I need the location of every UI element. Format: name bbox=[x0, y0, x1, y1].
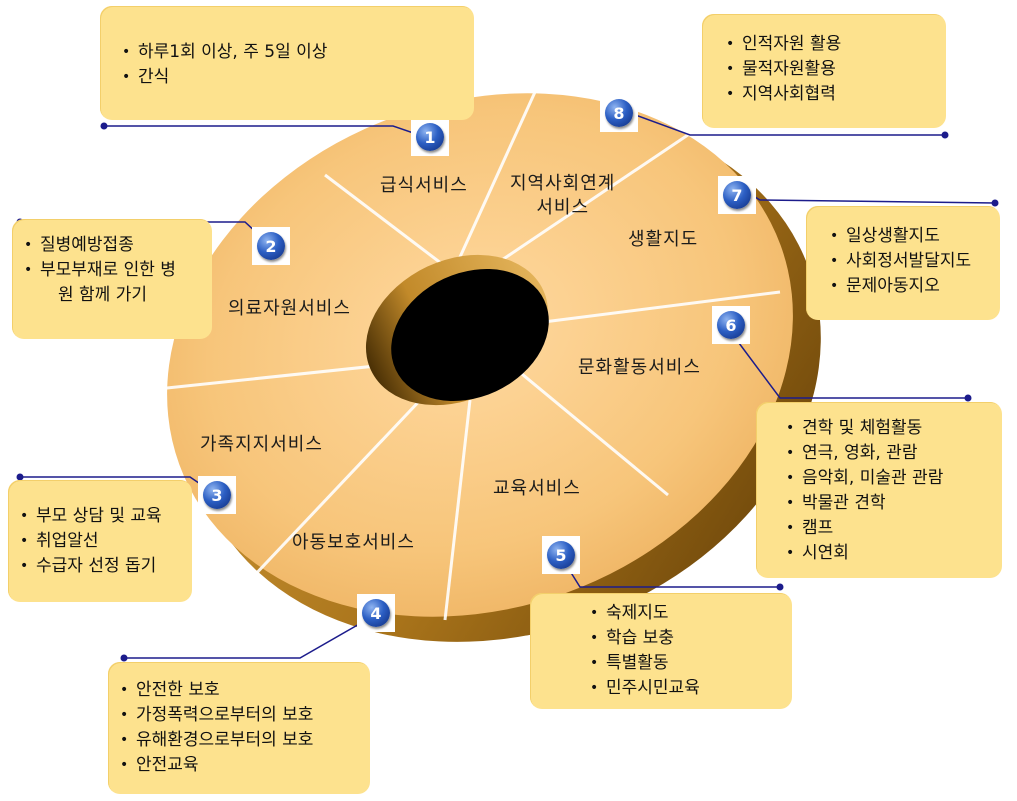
badge-1: 1 bbox=[411, 118, 449, 156]
ring-dividers bbox=[147, 69, 781, 621]
list-item: 간식 bbox=[122, 65, 462, 90]
number-badge-icon: 6 bbox=[717, 311, 745, 339]
segment-label-meal: 급식서비스 bbox=[380, 175, 468, 196]
number-badge-icon: 4 bbox=[362, 599, 390, 627]
segment-label-protection: 아동보호서비스 bbox=[292, 532, 415, 553]
list-item: 원 함께 가기 bbox=[58, 285, 148, 305]
list-item: 취업알선 bbox=[20, 529, 180, 554]
segment-label-community-line2: 서비스 bbox=[536, 197, 590, 218]
info-box-life: 일상생활지도 사회정서발달지도 문제아동지오 bbox=[806, 206, 1000, 320]
list-item: 민주시민교육 bbox=[590, 676, 780, 701]
segment-label-culture: 문화활동서비스 bbox=[578, 357, 701, 378]
list-item: 시연회 bbox=[786, 541, 990, 566]
list-item: 질병예방접종 bbox=[24, 233, 200, 258]
segment-label-family: 가족지지서비스 bbox=[200, 434, 323, 455]
list-item: 견학 및 체험활동 bbox=[786, 416, 990, 441]
segment-label-medical: 의료자원서비스 bbox=[228, 298, 351, 319]
info-box-protection: 안전한 보호 가정폭력으로부터의 보호 유해환경으로부터의 보호 안전교육 bbox=[108, 662, 370, 794]
list-item: 문제아동지오 bbox=[830, 274, 988, 299]
info-box-family: 부모 상담 및 교육 취업알선 수급자 선정 돕기 bbox=[8, 480, 192, 602]
info-box-culture: 견학 및 체험활동 연극, 영화, 관람 음악회, 미술관 관람 박물관 견학 … bbox=[756, 402, 1002, 578]
list-item: 숙제지도 bbox=[590, 601, 780, 626]
list-item: 사회정서발달지도 bbox=[830, 249, 988, 274]
list-item: 수급자 선정 돕기 bbox=[20, 554, 180, 579]
number-badge-icon: 5 bbox=[547, 541, 575, 569]
badge-8: 8 bbox=[600, 94, 638, 132]
list-item: 음악회, 미술관 관람 bbox=[786, 466, 990, 491]
list-item: 박물관 견학 bbox=[786, 491, 990, 516]
list-item: 안전한 보호 bbox=[120, 678, 358, 703]
list-item: 지역사회협력 bbox=[726, 82, 934, 107]
info-box-education: 숙제지도 학습 보충 특별활동 민주시민교육 bbox=[530, 593, 792, 709]
list-item: 부모부재로 인한 병 bbox=[24, 258, 200, 283]
list-item: 특별활동 bbox=[590, 651, 780, 676]
info-box-medical: 질병예방접종 부모부재로 인한 병 원 함께 가기 bbox=[12, 219, 212, 339]
list-item: 안전교육 bbox=[120, 753, 358, 778]
ring-hole bbox=[391, 268, 549, 402]
badge-5: 5 bbox=[542, 536, 580, 574]
list-item: 가정폭력으로부터의 보호 bbox=[120, 703, 358, 728]
segment-label-community: 지역사회연계 서비스 bbox=[510, 172, 615, 220]
info-box-meal: 하루1회 이상, 주 5일 이상 간식 bbox=[100, 6, 474, 120]
badge-4: 4 bbox=[357, 594, 395, 632]
badge-3: 3 bbox=[198, 476, 236, 514]
number-badge-icon: 8 bbox=[605, 99, 633, 127]
segment-label-education: 교육서비스 bbox=[493, 478, 581, 499]
number-badge-icon: 1 bbox=[416, 123, 444, 151]
number-badge-icon: 2 bbox=[257, 232, 285, 260]
list-item: 물적자원활용 bbox=[726, 57, 934, 82]
list-item: 일상생활지도 bbox=[830, 224, 988, 249]
number-badge-icon: 7 bbox=[723, 181, 751, 209]
number-badge-icon: 3 bbox=[203, 481, 231, 509]
info-box-community: 인적자원 활용 물적자원활용 지역사회협력 bbox=[702, 14, 946, 128]
list-item: 유해환경으로부터의 보호 bbox=[120, 728, 358, 753]
badge-7: 7 bbox=[718, 176, 756, 214]
list-item: 학습 보충 bbox=[590, 626, 780, 651]
list-item: 인적자원 활용 bbox=[726, 32, 934, 57]
badge-2: 2 bbox=[252, 227, 290, 265]
segment-label-community-line1: 지역사회연계 bbox=[510, 173, 616, 194]
badge-6: 6 bbox=[712, 306, 750, 344]
list-item: 부모 상담 및 교육 bbox=[20, 504, 180, 529]
list-item: 하루1회 이상, 주 5일 이상 bbox=[122, 40, 462, 65]
segment-label-life: 생활지도 bbox=[628, 229, 699, 250]
list-item: 캠프 bbox=[786, 516, 990, 541]
list-item: 연극, 영화, 관람 bbox=[786, 441, 990, 466]
